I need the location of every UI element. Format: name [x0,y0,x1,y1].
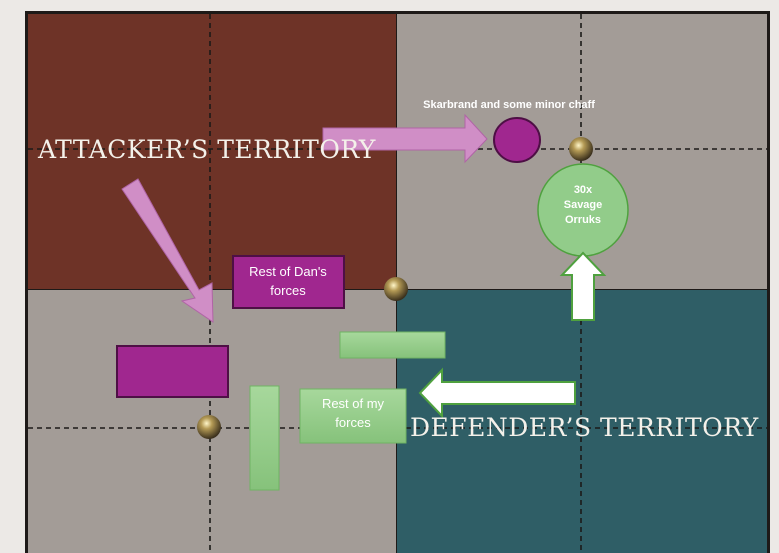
orruks-label-line: Savage [564,199,603,211]
dans-forces-label-line: Rest of Dan's [249,264,327,279]
friendly-unit-block [249,385,280,491]
defender-territory-label: DEFENDER’S TERRITORY [410,413,759,442]
defender-territory [397,290,767,553]
orruks-label-line: 30x [574,184,593,196]
objective-marker [569,137,593,161]
orruks-move-arrow [559,251,607,321]
attacker-territory-label: ATTACKER’S TERRITORY [37,135,376,164]
dans-forces-unit [232,255,345,309]
objective-marker [197,415,221,439]
enemy-unit-block [116,345,229,398]
skarbrand-unit [493,117,541,163]
my-forces-move-arrow [418,367,576,419]
friendly-unit-block [339,331,446,359]
my-forces-label-line: Rest of my [322,396,385,411]
skarbrand-label: Skarbrand and some minor chaff [423,99,595,111]
orruks-label-line: Orruks [565,214,601,226]
attacker-territory [28,14,396,289]
my-forces-unit [299,388,407,444]
dans-forces-label-line: forces [270,283,306,298]
skarbrand-move-arrow [322,113,488,164]
objective-marker [384,277,408,301]
my-forces-label-line: forces [335,415,371,430]
dan-forces-move-arrow [121,178,214,323]
